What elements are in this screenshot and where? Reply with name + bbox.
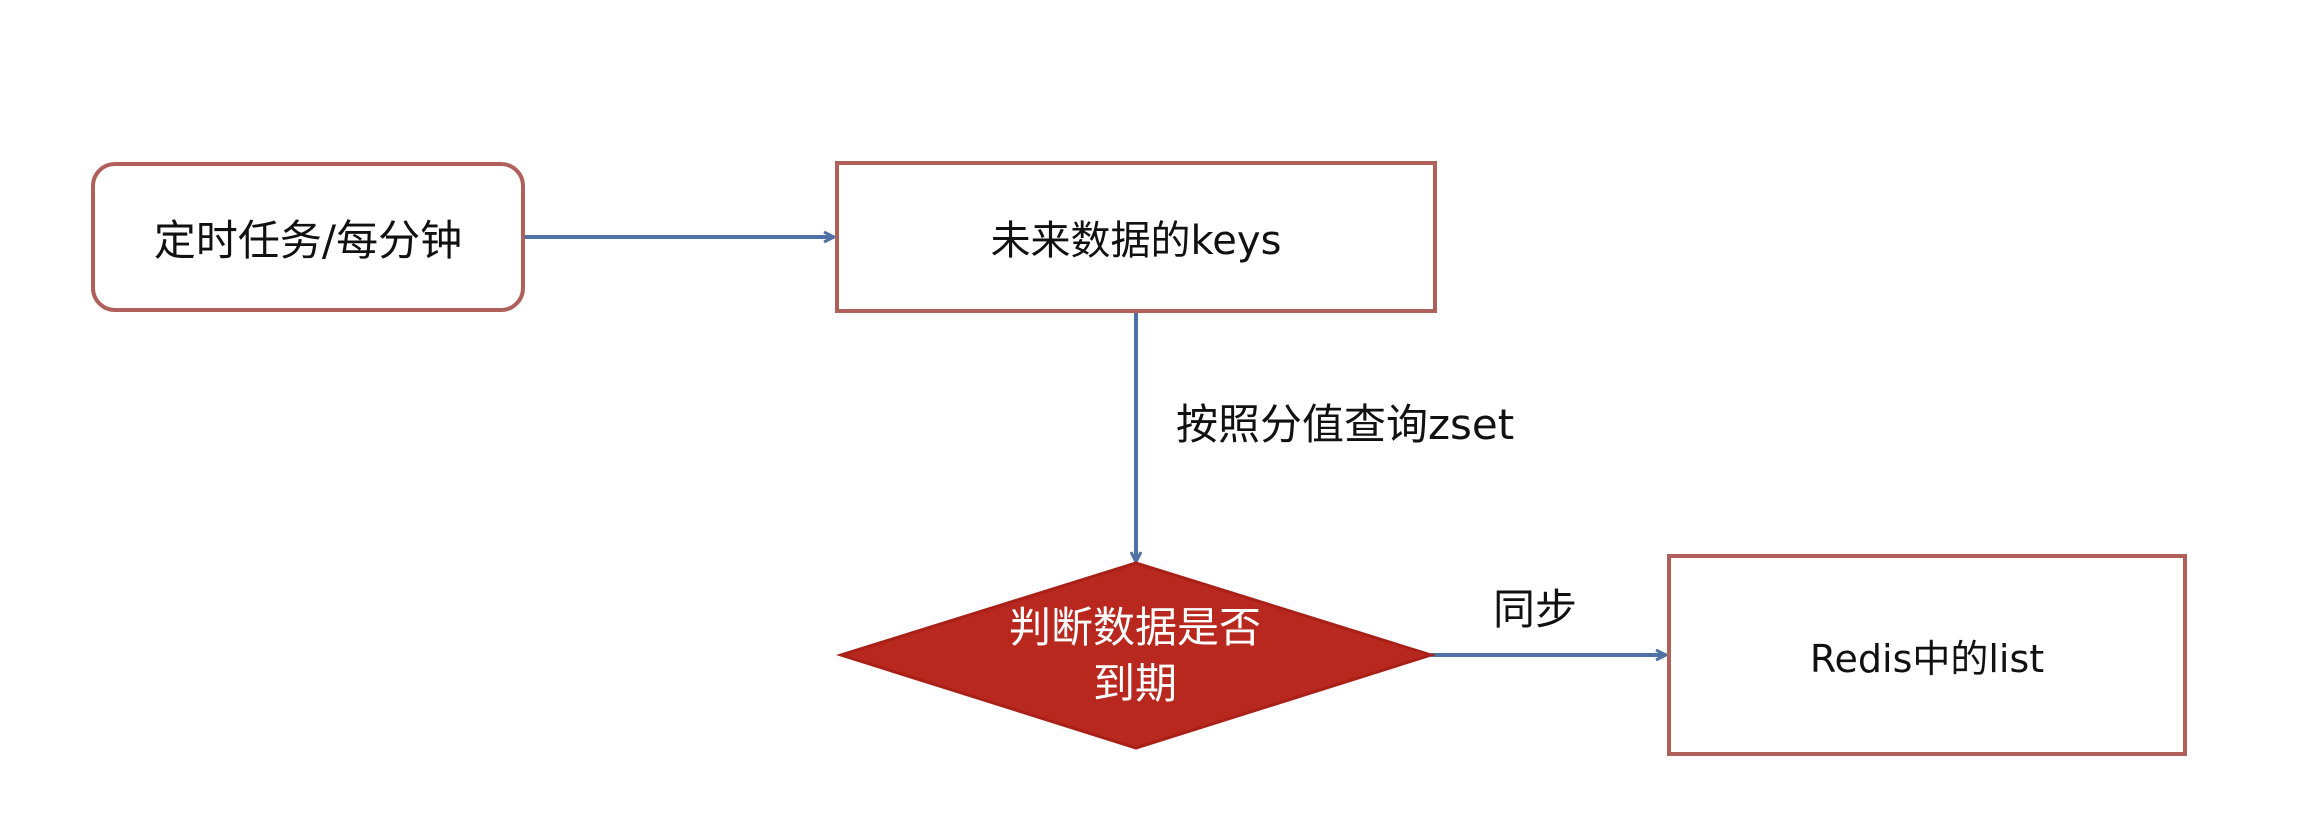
redis-list-label: Redis中的list [1809, 636, 2045, 681]
timer-task-node: 定时任务/每分钟 [91, 162, 525, 312]
decision-text: 判断数据是否 到期 [960, 600, 1310, 712]
decision-line-2: 到期 [1092, 659, 1177, 708]
redis-list-node: Redis中的list [1667, 554, 2187, 756]
future-keys-label: 未来数据的keys [990, 218, 1282, 264]
sync-label: 同步 [1493, 585, 1578, 634]
query-zset-label: 按照分值查询zset [1176, 400, 1515, 449]
timer-task-label: 定时任务/每分钟 [153, 215, 463, 265]
decision-diamond [835, 561, 1437, 750]
decision-line-1: 判断数据是否 [1008, 603, 1261, 652]
future-keys-node: 未来数据的keys [835, 161, 1437, 313]
